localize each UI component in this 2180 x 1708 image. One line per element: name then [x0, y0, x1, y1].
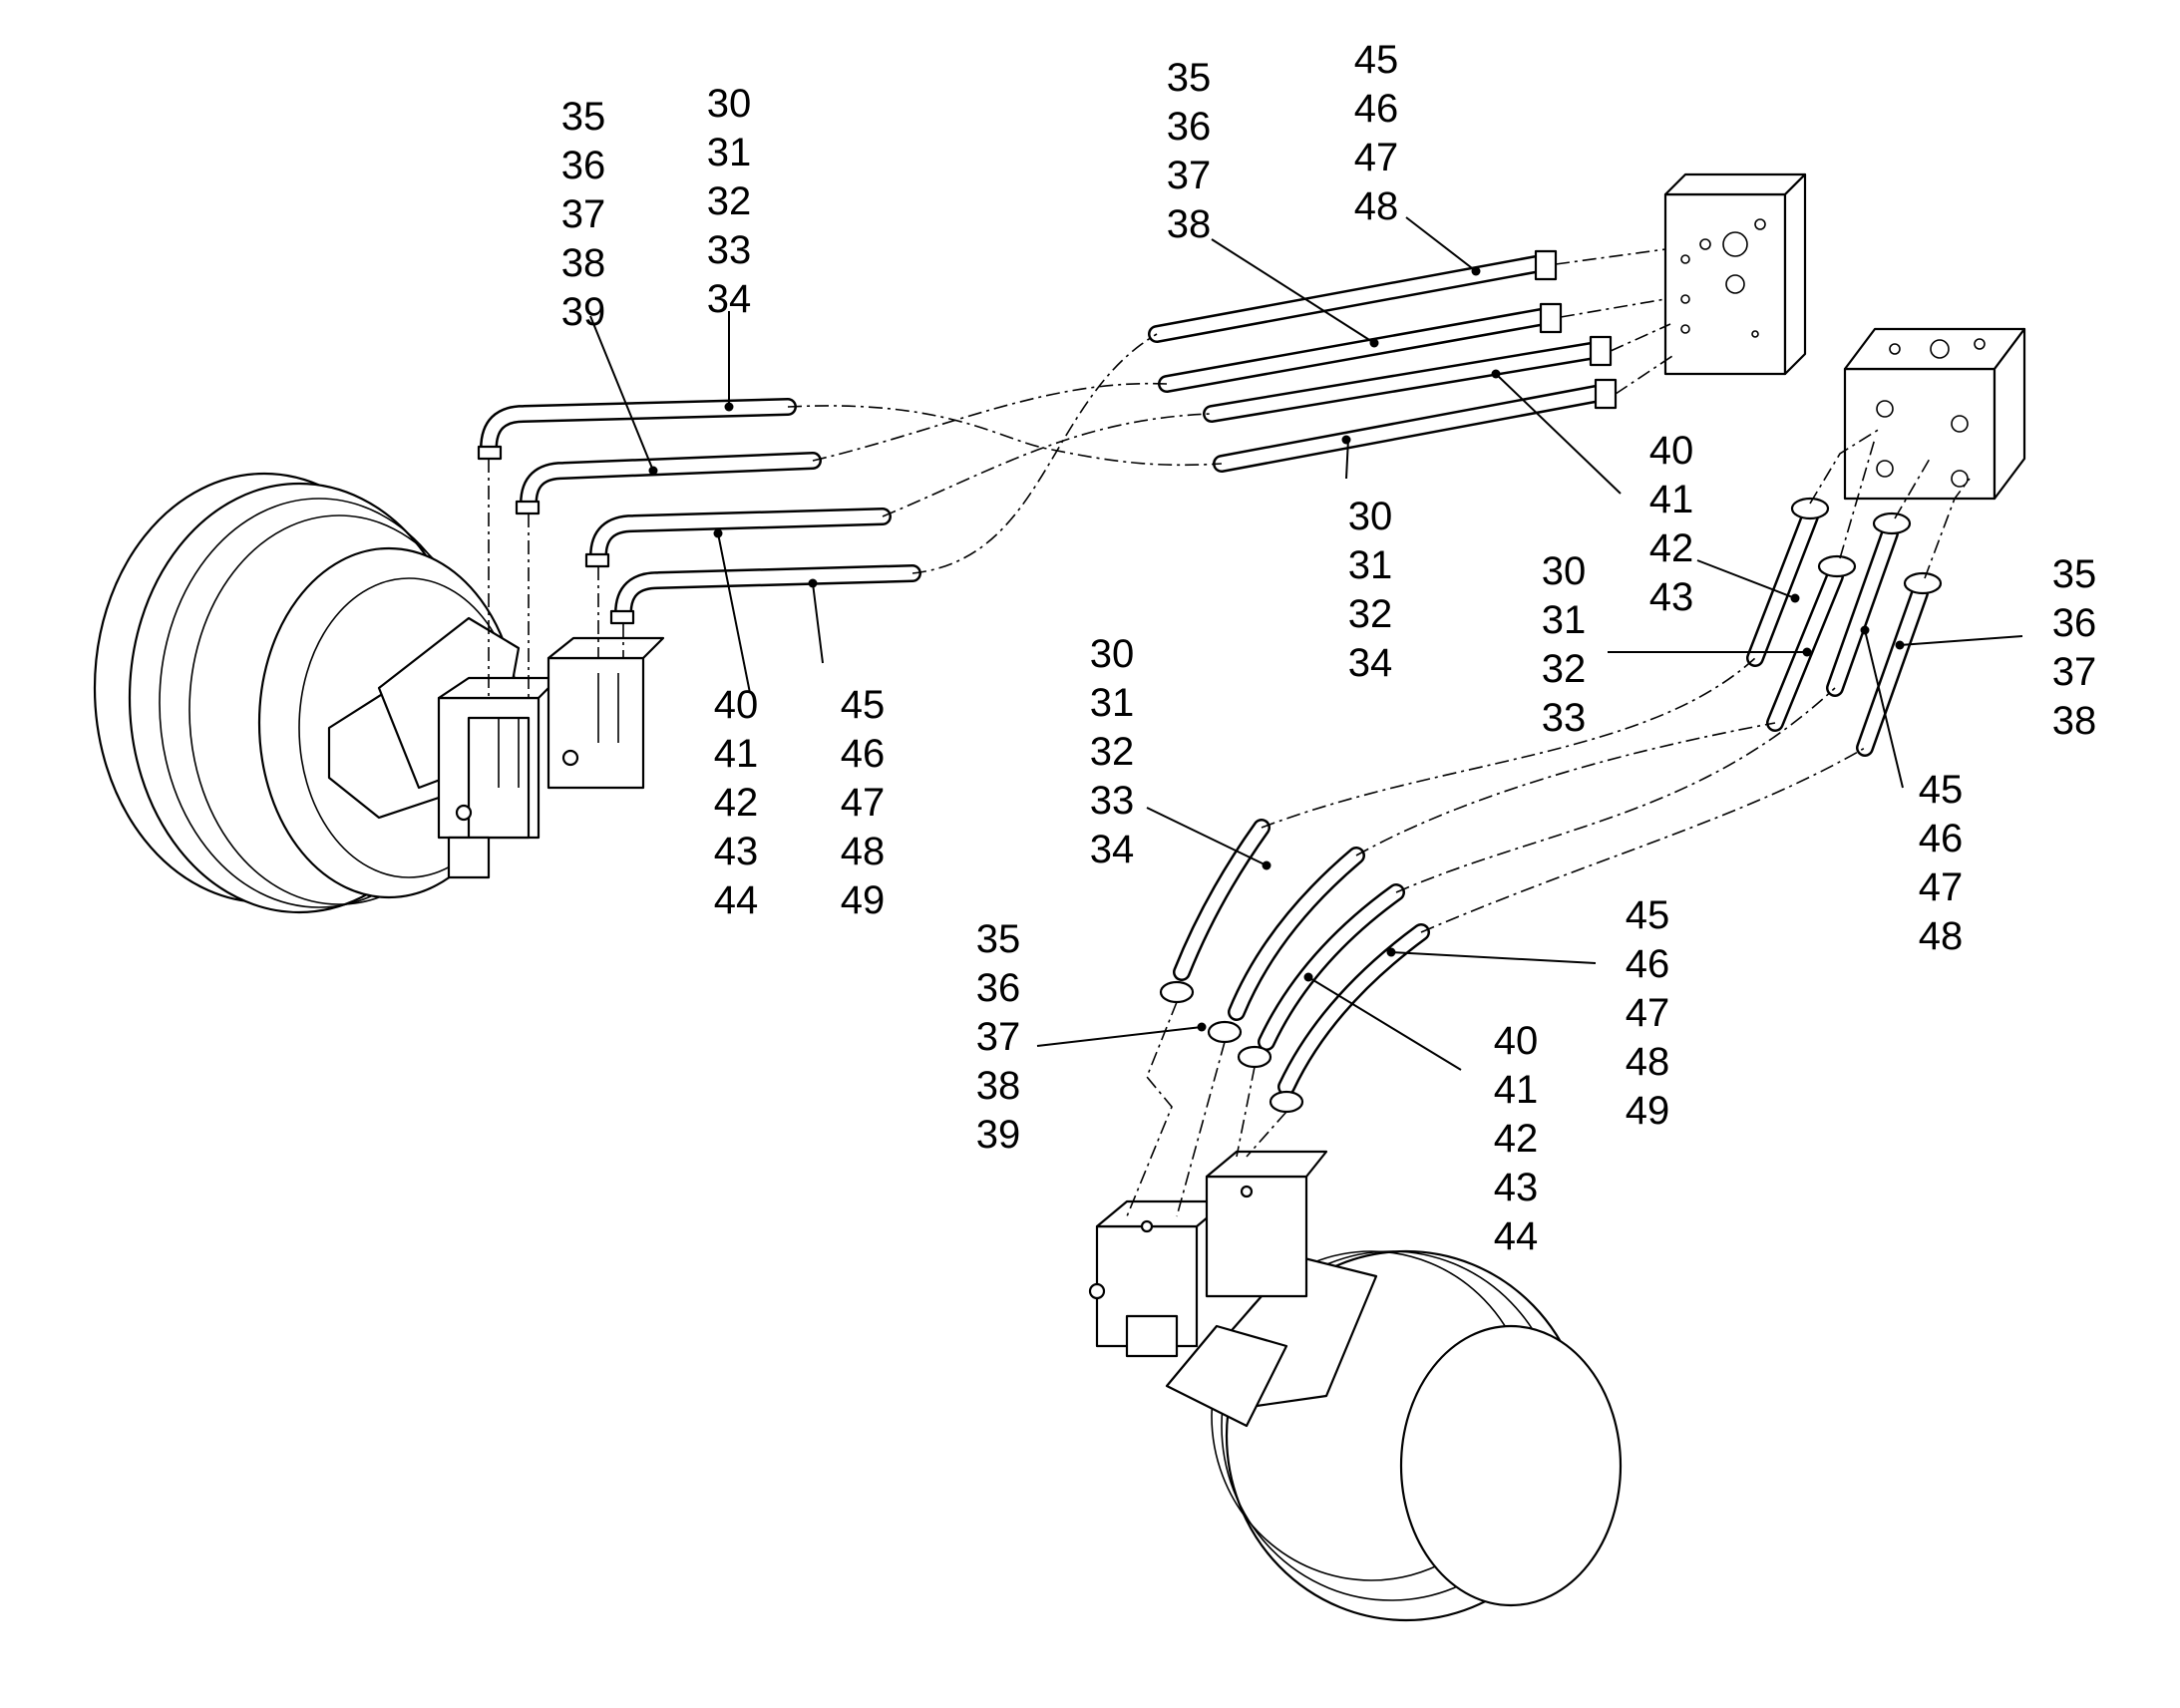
callout-number: 41 — [713, 732, 759, 776]
callout-c5: 40 41 42 43 44 — [696, 681, 776, 925]
callout-number: 49 — [840, 878, 886, 922]
callout-number: 43 — [1648, 575, 1694, 619]
callout-number: 32 — [1541, 647, 1587, 691]
callout-number: 30 — [1089, 632, 1135, 676]
callout-number: 38 — [1166, 202, 1212, 246]
callout-c9: 30 31 32 33 — [1524, 547, 1604, 743]
callout-number: 47 — [1353, 136, 1399, 179]
callout-number: 35 — [1166, 56, 1212, 100]
callout-number: 45 — [1918, 768, 1964, 812]
left-hose-set — [477, 398, 921, 625]
callout-number: 33 — [1089, 779, 1135, 823]
right-drive-motor — [1088, 1150, 1623, 1622]
leader-lines — [589, 216, 2023, 1071]
callout-number: 40 — [1648, 429, 1694, 473]
callout-number: 38 — [975, 1064, 1021, 1108]
callout-number: 35 — [975, 917, 1021, 961]
callout-c8: 40 41 42 43 — [1632, 427, 1711, 622]
callout-number: 37 — [560, 192, 606, 236]
callout-number: 45 — [1353, 38, 1399, 82]
callout-c14: 45 46 47 48 49 — [1608, 891, 1687, 1136]
callout-number: 30 — [1347, 495, 1393, 538]
callout-c1: 35 36 37 38 39 — [544, 93, 623, 337]
callout-number: 33 — [1541, 696, 1587, 740]
callout-number: 44 — [713, 878, 759, 922]
callout-number: 30 — [706, 82, 752, 126]
callout-number: 36 — [975, 966, 1021, 1010]
callout-number: 47 — [1625, 991, 1670, 1035]
callout-number: 43 — [1493, 1166, 1539, 1209]
callout-number: 32 — [1347, 592, 1393, 636]
upper-valve-block — [1663, 172, 1807, 376]
left-drive-motor — [93, 472, 665, 914]
callout-number: 34 — [706, 277, 752, 321]
callout-number: 42 — [1493, 1117, 1539, 1161]
lower-hose-set — [1159, 819, 1430, 1114]
callout-number: 39 — [975, 1113, 1021, 1157]
callout-c11: 45 46 47 48 — [1901, 766, 1981, 961]
callout-number: 45 — [1625, 893, 1670, 937]
callout-c13: 35 36 37 38 39 — [958, 915, 1038, 1160]
connection-lines — [488, 248, 1971, 1217]
callout-number: 30 — [1541, 549, 1587, 593]
callout-number: 48 — [840, 830, 886, 873]
lower-valve-block — [1843, 327, 2026, 501]
callout-c4: 45 46 47 48 — [1336, 36, 1416, 231]
callout-number: 48 — [1353, 184, 1399, 228]
callout-c15: 40 41 42 43 44 — [1476, 1017, 1556, 1261]
callout-number: 35 — [560, 95, 606, 139]
callout-number: 49 — [1625, 1089, 1670, 1133]
riser-hose-set — [1746, 497, 1943, 757]
callout-c10: 35 36 37 38 — [2034, 550, 2114, 746]
callout-number: 44 — [1493, 1214, 1539, 1258]
callout-number: 37 — [1166, 154, 1212, 197]
callout-number: 46 — [1353, 87, 1399, 131]
callout-number: 45 — [840, 683, 886, 727]
callout-number: 40 — [713, 683, 759, 727]
callout-number: 47 — [1918, 865, 1964, 909]
callout-number: 38 — [560, 241, 606, 285]
callout-c3: 35 36 37 38 — [1149, 54, 1229, 249]
callout-number: 31 — [1089, 681, 1135, 725]
callout-c12: 30 31 32 33 34 — [1072, 630, 1152, 874]
callout-number: 38 — [2051, 699, 2097, 743]
callout-number: 34 — [1089, 828, 1135, 871]
callout-number: 42 — [713, 781, 759, 825]
callout-number: 41 — [1648, 478, 1694, 521]
callout-c6: 45 46 47 48 49 — [823, 681, 903, 925]
callout-c2: 30 31 32 33 34 — [689, 80, 769, 324]
callout-number: 46 — [1918, 817, 1964, 860]
callout-number: 37 — [2051, 650, 2097, 694]
callout-number: 31 — [1347, 543, 1393, 587]
upper-hose-set — [1148, 249, 1618, 473]
callout-number: 46 — [1625, 942, 1670, 986]
callout-number: 42 — [1648, 526, 1694, 570]
callout-number: 35 — [2051, 552, 2097, 596]
callout-number: 37 — [975, 1015, 1021, 1059]
callout-number: 48 — [1625, 1040, 1670, 1084]
callout-number: 46 — [840, 732, 886, 776]
callout-number: 32 — [1089, 730, 1135, 774]
callout-number: 36 — [2051, 601, 2097, 645]
callout-number: 36 — [560, 144, 606, 187]
callout-number: 47 — [840, 781, 886, 825]
callout-number: 32 — [706, 179, 752, 223]
callout-number: 31 — [1541, 598, 1587, 642]
callout-number: 31 — [706, 131, 752, 174]
callout-number: 41 — [1493, 1068, 1539, 1112]
callout-number: 36 — [1166, 105, 1212, 149]
callout-number: 40 — [1493, 1019, 1539, 1063]
callout-c7: 30 31 32 34 — [1330, 493, 1410, 688]
callout-number: 34 — [1347, 641, 1393, 685]
callout-number: 48 — [1918, 914, 1964, 958]
callout-number: 43 — [713, 830, 759, 873]
callout-number: 33 — [706, 228, 752, 272]
callout-number: 39 — [560, 290, 606, 334]
